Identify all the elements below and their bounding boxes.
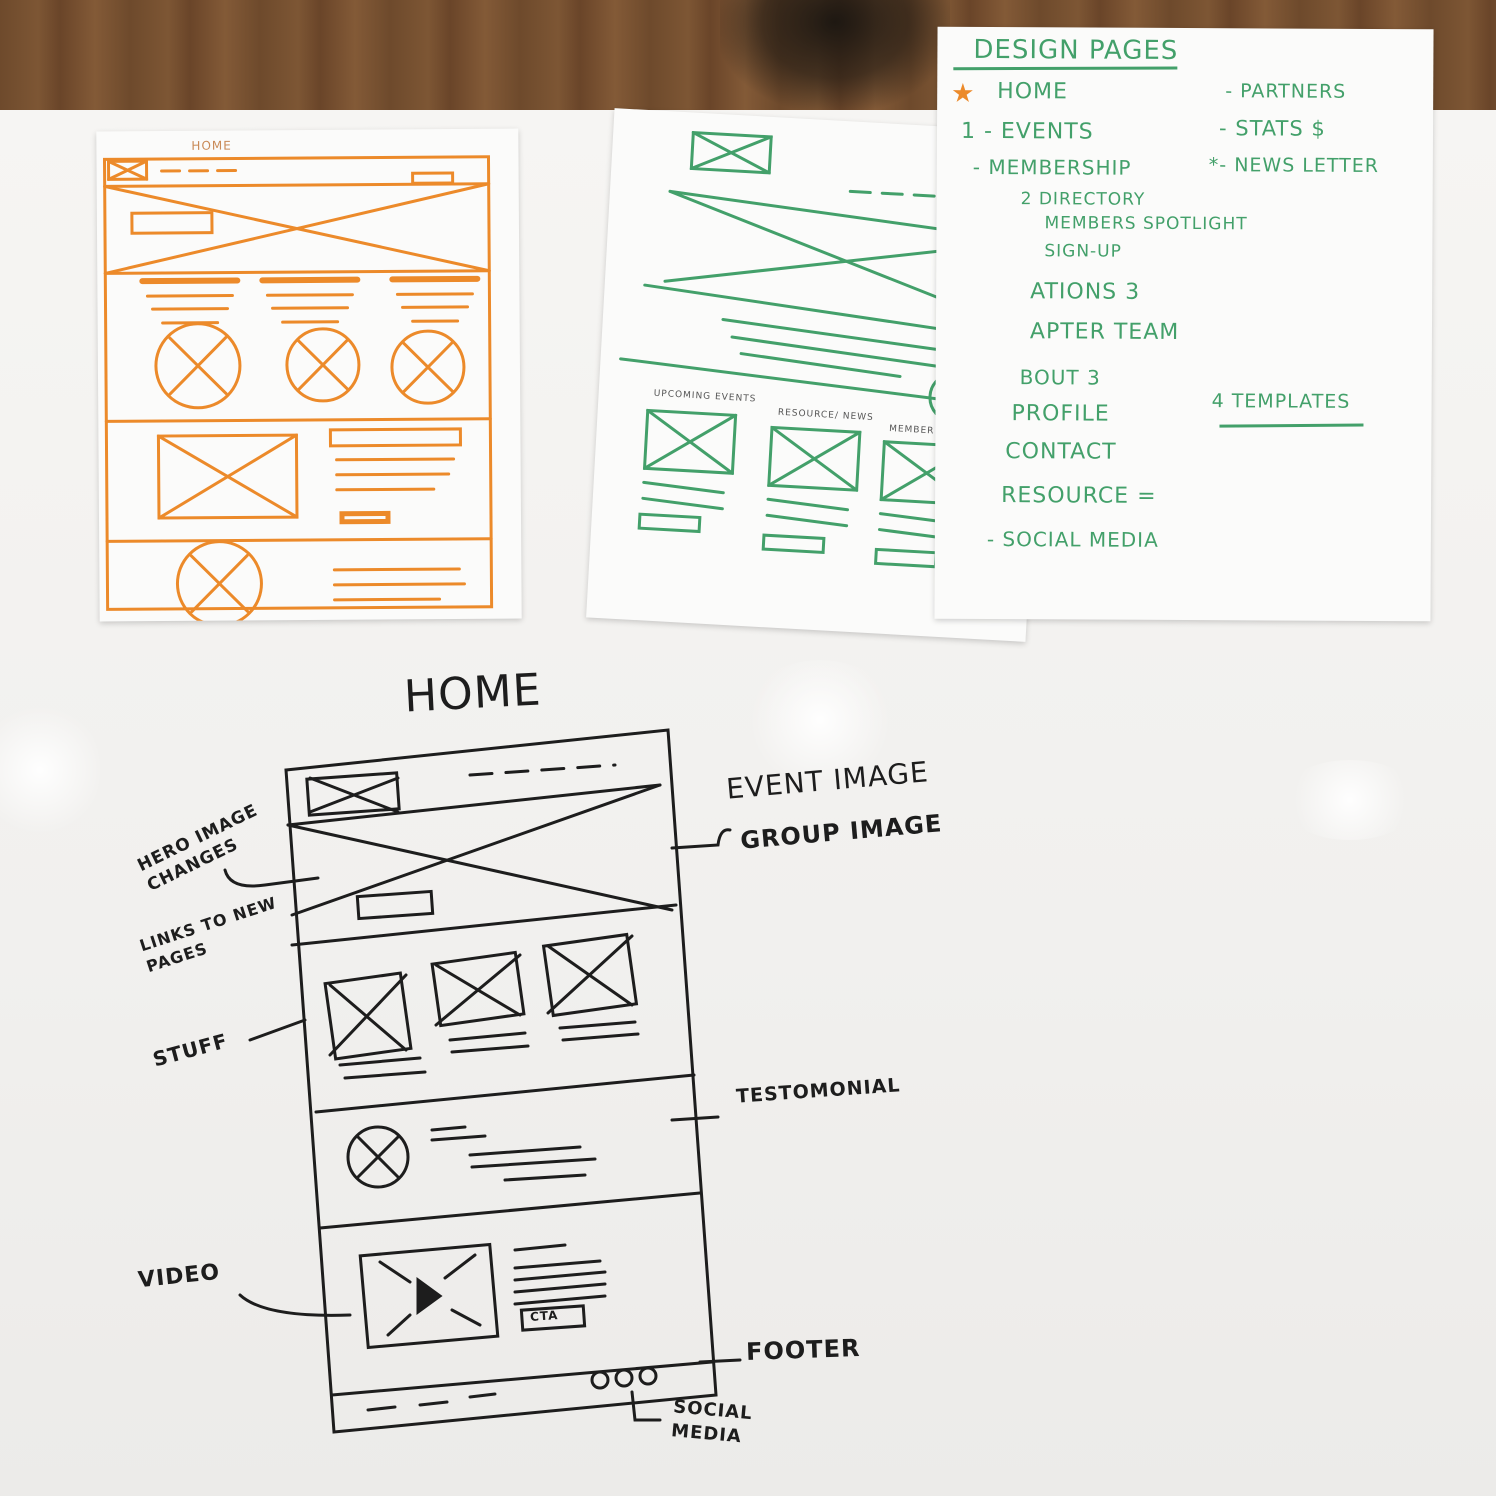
orange-wireframe-drawing [102,155,494,622]
annotation-footer: FOOTER [745,1334,861,1366]
light-glare [740,660,900,780]
cta-label: CTA [529,1308,559,1324]
annotation-social-text: SOCIAL MEDIA [670,1396,754,1448]
orange-wireframe-sheet: HOME [96,128,522,622]
table-shadow [720,0,950,110]
title-underline [953,66,1178,71]
light-glare [1280,760,1420,840]
annotation-social: SOCIAL MEDIA [670,1395,784,1452]
sketch-title: HOME [402,664,543,723]
design-pages-list-sheet: DESIGN PAGES ★ HOME 1 - EVENTS - MEMBERS… [934,26,1434,622]
templates-underline [1219,423,1364,428]
light-glare [0,700,100,840]
